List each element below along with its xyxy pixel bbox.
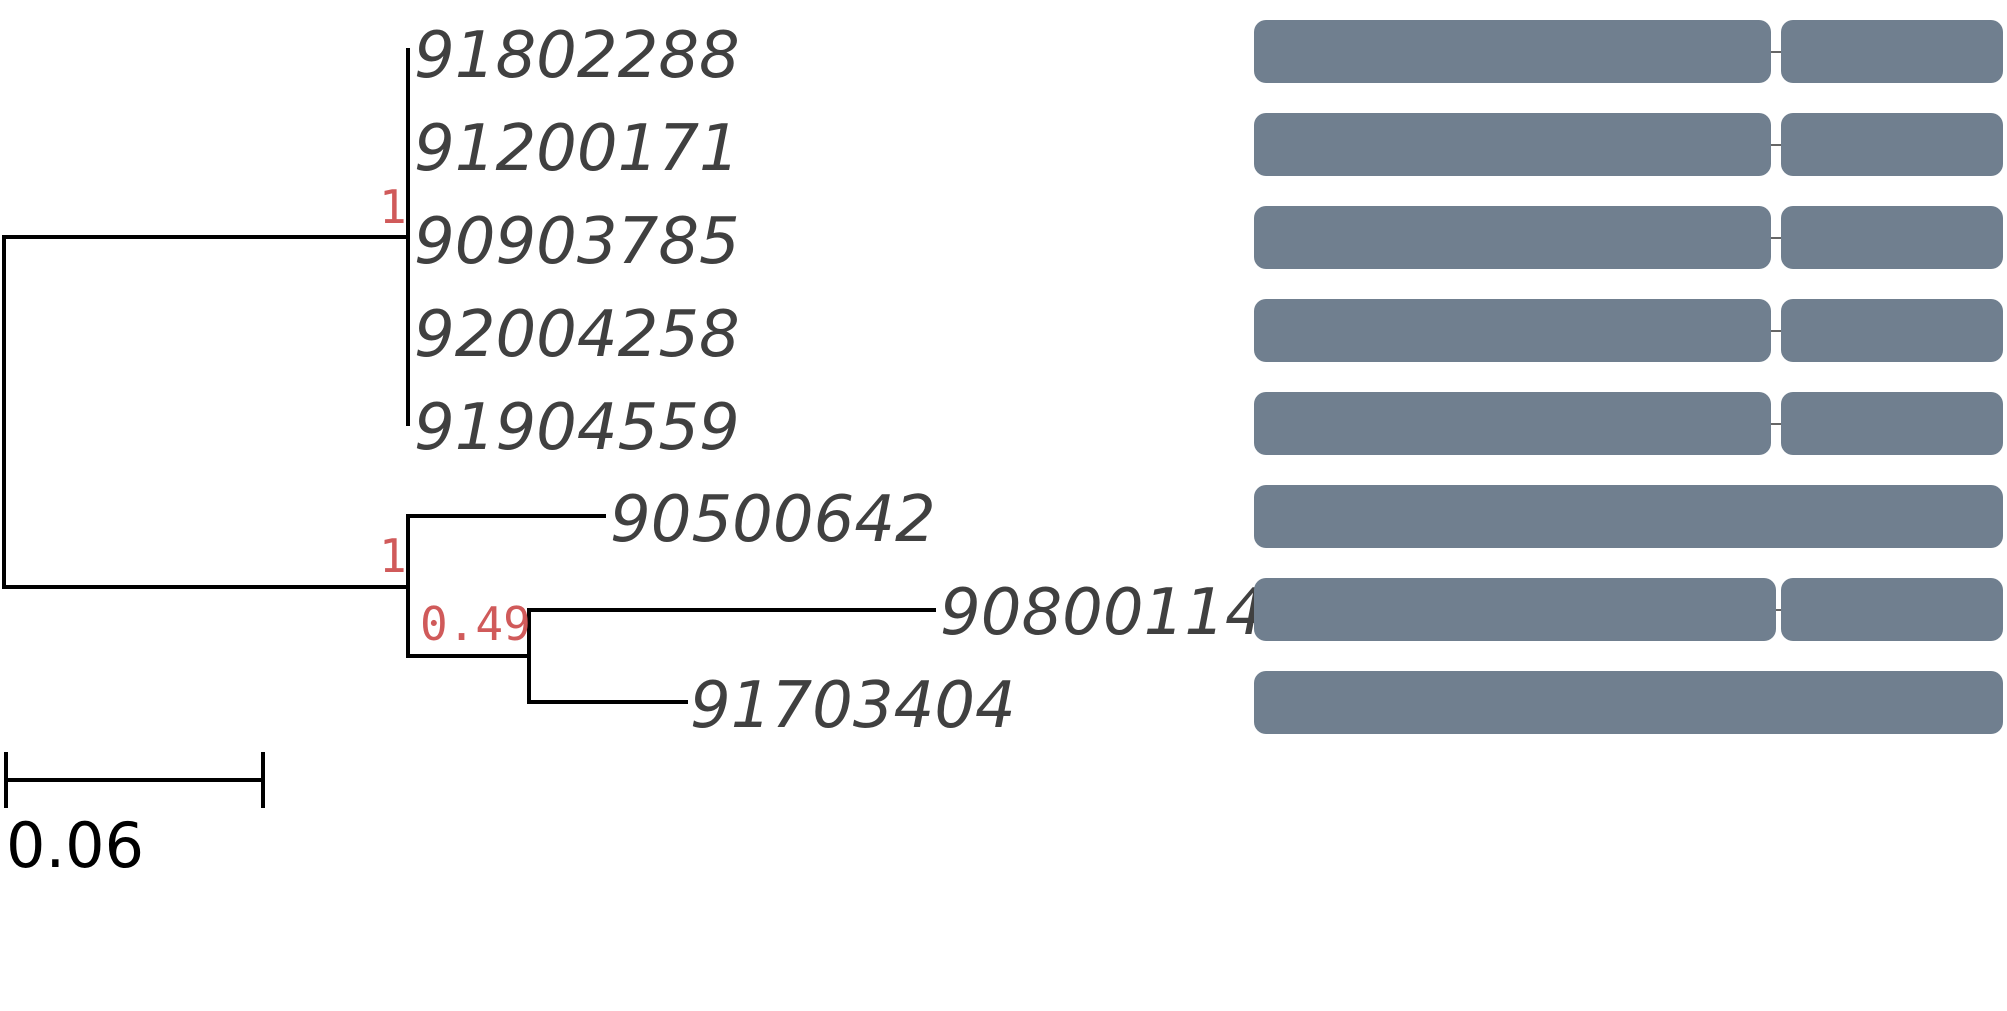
leaf-label-7: 90800114 (940, 576, 1266, 650)
domain-block (1781, 299, 2003, 362)
leaf-label-5: 91904559 (414, 391, 740, 465)
domain-block (1254, 206, 1771, 269)
domain-block (1254, 20, 1771, 83)
tree-branches (2, 48, 936, 808)
domain-block (1254, 485, 2003, 548)
domain-block (1254, 392, 1771, 455)
domain-block (1781, 206, 2003, 269)
support-value-clade-a: 1 (379, 180, 407, 234)
clade-c-branch (527, 608, 936, 704)
domain-block (1254, 113, 1771, 176)
leaf-label-1: 91802288 (414, 19, 740, 93)
support-value-clade-b: 1 (379, 529, 407, 583)
leaf-labels: 91802288 91200171 90903785 92004258 9190… (414, 19, 1266, 743)
domain-block (1781, 392, 2003, 455)
scale-bar-label: 0.06 (6, 809, 144, 882)
domain-block (1254, 299, 1771, 362)
leaf-label-3: 90903785 (414, 205, 740, 279)
scale-bar-line (4, 752, 265, 808)
support-value-clade-c: 0.49 (420, 597, 531, 651)
root-branch (2, 235, 410, 589)
leaf-label-6: 90500642 (610, 483, 936, 557)
leaf-label-8: 91703404 (690, 669, 1016, 743)
domain-architecture (1254, 20, 2003, 734)
clade-b-branch (406, 514, 606, 658)
domain-block (1781, 113, 2003, 176)
support-values: 1 1 0.49 (379, 180, 531, 651)
domain-block (1781, 20, 2003, 83)
leaf-label-2: 91200171 (414, 112, 740, 186)
leaf-label-4: 92004258 (414, 298, 740, 372)
domain-block (1254, 578, 1776, 641)
domain-block (1254, 671, 2003, 734)
domain-block (1781, 578, 2003, 641)
